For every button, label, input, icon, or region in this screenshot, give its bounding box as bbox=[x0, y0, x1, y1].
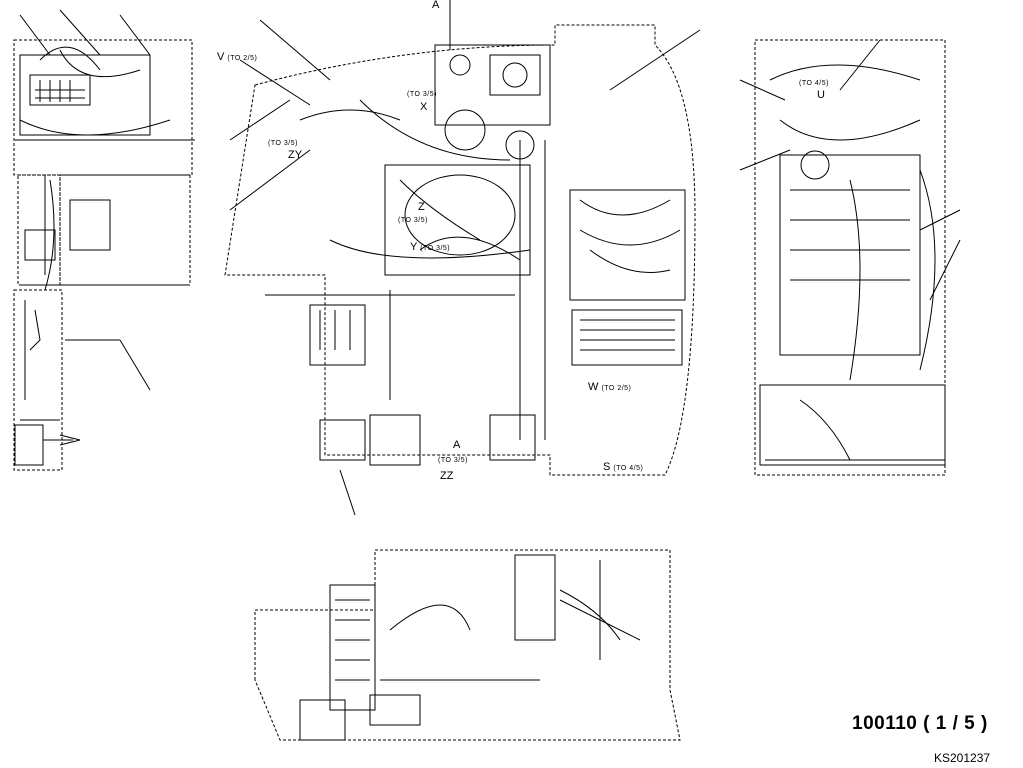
callout-z-ref: (TO 3/5) bbox=[398, 217, 428, 224]
callout-w: W (TO 2/5) bbox=[588, 381, 632, 393]
sheet-title: 100110 ( 1 / 5 ) bbox=[852, 713, 988, 734]
callout-zz: ZZ bbox=[440, 470, 454, 482]
callout-u-ref: (TO 4/5) bbox=[799, 80, 829, 87]
callout-zy-ref: (TO 3/5) bbox=[268, 140, 298, 147]
sheet-code: KS201237 bbox=[934, 751, 991, 765]
callout-v: V (TO 2/5) bbox=[217, 51, 258, 63]
callout-u: U bbox=[817, 89, 825, 101]
callout-a-bottom: A bbox=[453, 439, 461, 451]
callout-y: Y (TO 3/5) bbox=[410, 241, 451, 253]
center-front-view bbox=[224, 0, 701, 516]
callout-a-top: A bbox=[432, 0, 440, 11]
right-side-view bbox=[739, 39, 961, 476]
callout-zy: ZY bbox=[288, 149, 303, 161]
callout-a-bottom-ref: (TO 3/5) bbox=[438, 457, 468, 464]
left-side-view bbox=[13, 9, 195, 471]
callout-z: Z bbox=[418, 201, 425, 213]
callout-s: S (TO 4/5) bbox=[603, 461, 644, 473]
callout-x: X bbox=[420, 101, 428, 113]
callout-x-ref: (TO 3/5) bbox=[407, 91, 437, 98]
bottom-top-view bbox=[254, 549, 681, 741]
